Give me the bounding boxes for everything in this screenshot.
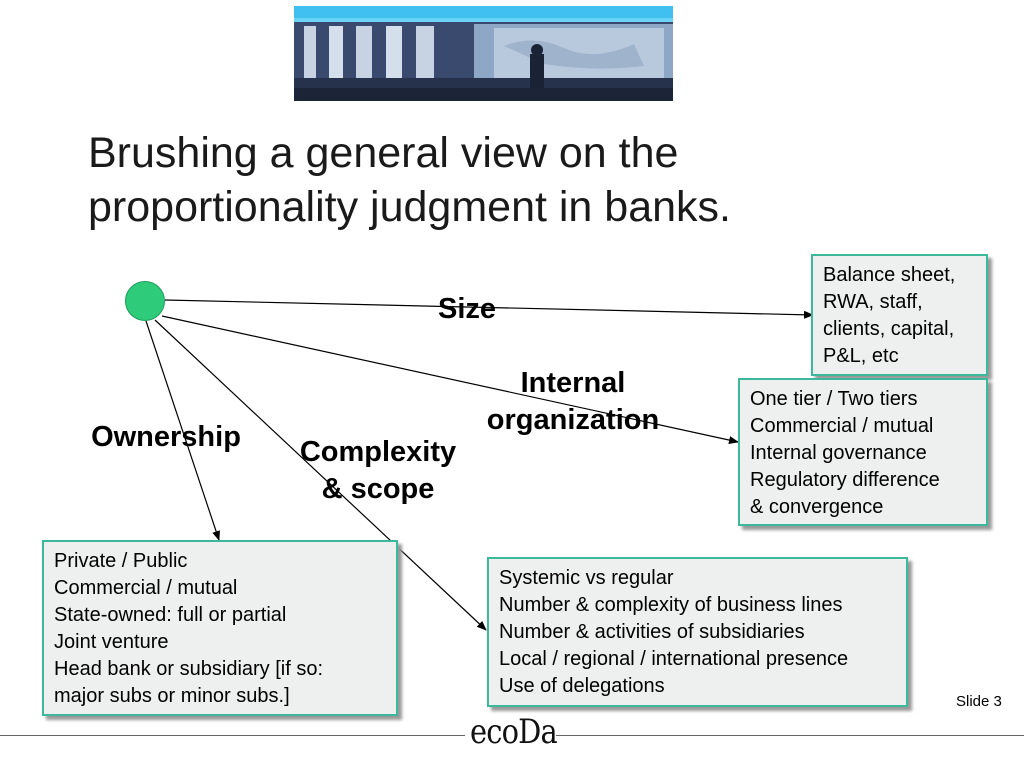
footer-divider-right bbox=[556, 735, 1024, 736]
box-line: Commercial / mutual bbox=[54, 577, 238, 599]
center-node-circle bbox=[125, 281, 165, 321]
slide-number: Slide 3 bbox=[956, 693, 1002, 710]
arrow-ownership bbox=[145, 320, 220, 541]
label-ownership: Ownership bbox=[91, 421, 241, 453]
title-line-2: proportionality judgment in banks. bbox=[88, 183, 731, 231]
label-internal-organization: Internal organization bbox=[468, 365, 678, 439]
footer-divider-left bbox=[0, 735, 465, 736]
ownership-details-box: Private / Public Commercial / mutual Sta… bbox=[42, 540, 398, 716]
box-line: Use of delegations bbox=[499, 675, 665, 697]
label-complexity-scope: Complexity & scope bbox=[282, 434, 474, 508]
box-line: State-owned: full or partial bbox=[54, 604, 287, 626]
box-line: clients, capital, bbox=[823, 318, 955, 340]
label-internal-line-1: Internal bbox=[520, 367, 626, 399]
box-line: RWA, staff, bbox=[823, 291, 923, 313]
internal-organization-details-box: One tier / Two tiers Commercial / mutual… bbox=[738, 378, 988, 526]
box-line: Balance sheet, bbox=[823, 264, 956, 286]
size-details-box: Balance sheet, RWA, staff, clients, capi… bbox=[811, 254, 988, 376]
box-line: Regulatory difference bbox=[750, 469, 940, 491]
box-line: Number & complexity of business lines bbox=[499, 594, 843, 616]
box-line: & convergence bbox=[750, 496, 884, 518]
label-internal-line-2: organization bbox=[486, 404, 660, 436]
complexity-scope-details-box: Systemic vs regular Number & complexity … bbox=[487, 557, 908, 707]
label-complexity-line-2: & scope bbox=[321, 473, 435, 505]
box-line: Commercial / mutual bbox=[750, 415, 934, 437]
box-line: Head bank or subsidiary [if so: bbox=[54, 658, 324, 680]
box-line: Internal governance bbox=[750, 442, 927, 464]
box-line: Local / regional / international presenc… bbox=[499, 648, 849, 670]
box-line: Joint venture bbox=[54, 631, 169, 653]
ecoda-logo: ecoDa bbox=[470, 712, 558, 752]
box-line: One tier / Two tiers bbox=[750, 388, 918, 410]
label-size: Size bbox=[437, 293, 497, 325]
box-line: Number & activities of subsidiaries bbox=[499, 621, 805, 643]
box-line: P&L, etc bbox=[823, 345, 899, 367]
slide-title: Brushing a general view on the proportio… bbox=[88, 126, 888, 234]
header-banner-image bbox=[294, 6, 673, 101]
box-line: Private / Public bbox=[54, 550, 188, 572]
title-line-1: Brushing a general view on the bbox=[88, 129, 679, 177]
box-line: major subs or minor subs.] bbox=[54, 685, 290, 707]
arrow-complexity-scope bbox=[154, 319, 487, 631]
arrow-size bbox=[164, 299, 814, 319]
arrow-internal-organization bbox=[161, 315, 739, 444]
label-complexity-line-1: Complexity bbox=[299, 436, 457, 468]
box-line: Systemic vs regular bbox=[499, 567, 674, 589]
